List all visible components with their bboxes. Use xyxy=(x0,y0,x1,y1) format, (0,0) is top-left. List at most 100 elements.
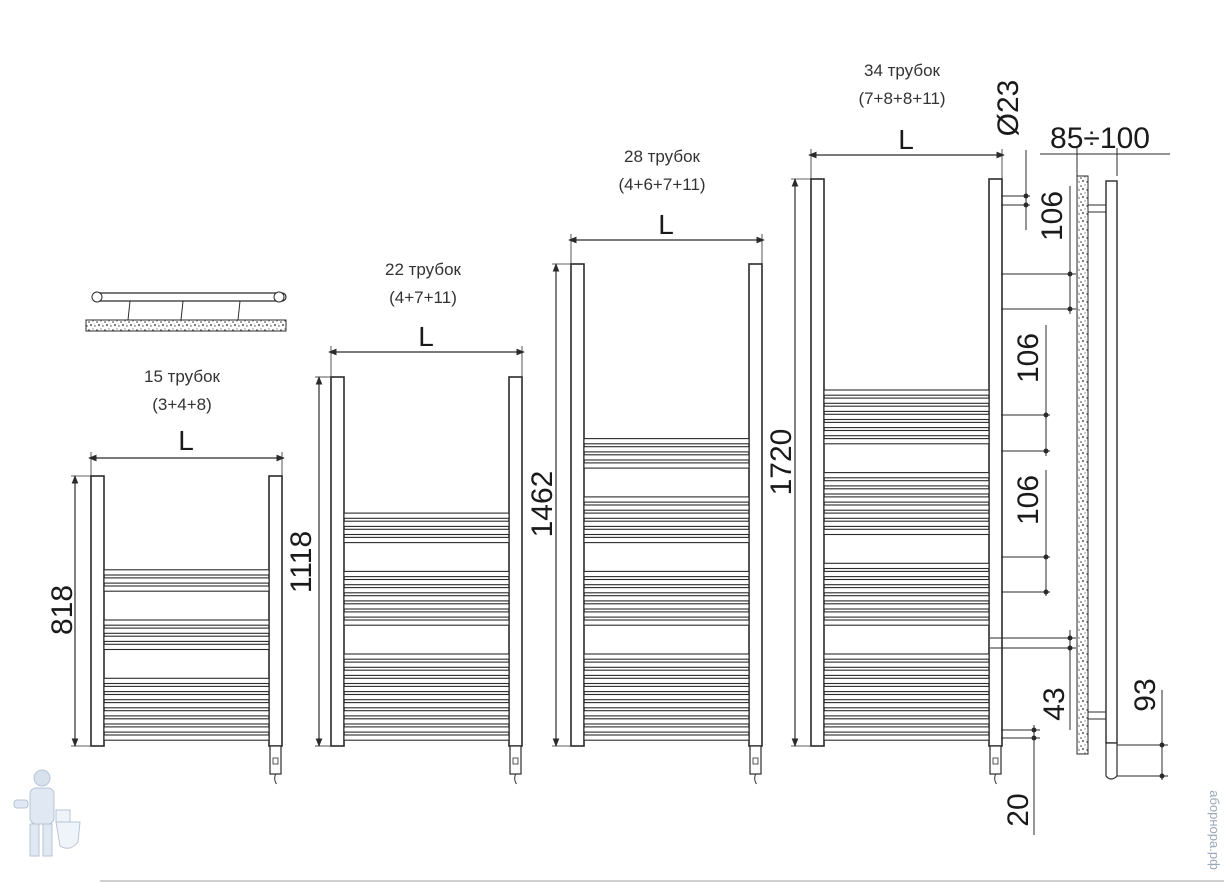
tube xyxy=(823,504,990,511)
right-post xyxy=(508,376,523,747)
tube xyxy=(103,627,270,634)
tube xyxy=(343,669,510,676)
tube xyxy=(103,685,270,693)
tube xyxy=(583,726,750,733)
tube xyxy=(823,669,990,676)
tube xyxy=(823,512,990,519)
tube xyxy=(343,685,510,693)
width-label-28: L xyxy=(658,209,674,240)
bottom-right-label: 93 xyxy=(1129,678,1162,711)
tube xyxy=(343,536,510,544)
tube xyxy=(823,595,990,602)
tube xyxy=(823,587,990,594)
right-dimension-lines xyxy=(990,150,1076,835)
tube xyxy=(343,512,510,519)
tube xyxy=(583,528,750,536)
tube xyxy=(823,421,990,429)
height-label-1720: 1720 xyxy=(765,429,798,496)
radiator-22 xyxy=(315,346,525,785)
tube xyxy=(583,677,750,685)
tube xyxy=(583,653,750,660)
heater-switch xyxy=(272,757,279,765)
tube xyxy=(583,587,750,594)
tube xyxy=(343,734,510,741)
tube xyxy=(823,397,990,404)
heater-offset-label: 20 xyxy=(1002,793,1035,826)
tube xyxy=(583,536,750,544)
tube xyxy=(823,734,990,741)
tube xyxy=(823,677,990,685)
tube xyxy=(823,693,990,701)
tube xyxy=(583,578,750,586)
tube xyxy=(823,726,990,733)
tube xyxy=(823,472,990,479)
tube xyxy=(343,603,510,610)
width-label-34: L xyxy=(898,124,914,155)
tube xyxy=(583,595,750,602)
tube xyxy=(823,528,990,536)
gap-top-label: 106 xyxy=(1036,191,1069,241)
heater-cable xyxy=(514,773,517,785)
width-label-15: L xyxy=(178,425,194,456)
tube xyxy=(823,685,990,693)
tube xyxy=(583,718,750,725)
plumber-mascot-logo xyxy=(13,769,81,857)
tube xyxy=(583,734,750,741)
tube xyxy=(823,480,990,487)
tube xyxy=(823,520,990,527)
radiator-28 xyxy=(552,234,765,785)
tube xyxy=(103,569,270,576)
tube xyxy=(583,661,750,668)
gap-mid-2-label: 106 xyxy=(1012,475,1045,525)
tube xyxy=(103,718,270,725)
tube xyxy=(343,619,510,626)
tube xyxy=(343,702,510,709)
tube xyxy=(823,653,990,660)
tube xyxy=(343,578,510,586)
caption-count-34: 34 трубок xyxy=(864,61,941,80)
tube xyxy=(343,653,510,660)
caption-groups-15: (3+4+8) xyxy=(152,395,212,414)
tube xyxy=(583,438,750,445)
tube xyxy=(823,603,990,610)
tube xyxy=(583,446,750,453)
bottom-offset-label: 43 xyxy=(1038,687,1071,720)
tube xyxy=(103,585,270,592)
right-post xyxy=(268,475,283,747)
tube xyxy=(583,496,750,503)
tube xyxy=(823,562,990,570)
tube xyxy=(823,413,990,421)
tube xyxy=(343,587,510,594)
tube xyxy=(343,710,510,717)
heater-cable xyxy=(274,773,277,785)
height-label-818: 818 xyxy=(46,585,79,635)
tube xyxy=(103,643,270,651)
tube xyxy=(823,405,990,412)
height-label-1462: 1462 xyxy=(526,471,559,538)
right-post xyxy=(748,263,763,747)
tube xyxy=(583,462,750,469)
tube xyxy=(103,726,270,733)
left-post xyxy=(570,263,585,747)
watermark-text: аборнора.рф xyxy=(1207,790,1222,870)
tube xyxy=(823,438,990,445)
side-view xyxy=(1040,148,1170,780)
tube xyxy=(583,619,750,626)
tube xyxy=(583,504,750,511)
tube xyxy=(103,702,270,709)
top-view xyxy=(85,291,287,332)
radiator-15 xyxy=(71,452,285,785)
tube xyxy=(823,611,990,618)
tube xyxy=(103,577,270,584)
caption-groups-28: (4+6+7+11) xyxy=(618,175,705,194)
caption-count-28: 28 трубок xyxy=(624,147,701,166)
tube xyxy=(823,488,990,495)
heater-switch xyxy=(752,757,759,765)
tube xyxy=(343,528,510,536)
tube xyxy=(583,570,750,578)
gap-mid-1-label: 106 xyxy=(1012,333,1045,383)
tube xyxy=(103,710,270,717)
tube xyxy=(343,570,510,578)
tube xyxy=(343,693,510,701)
